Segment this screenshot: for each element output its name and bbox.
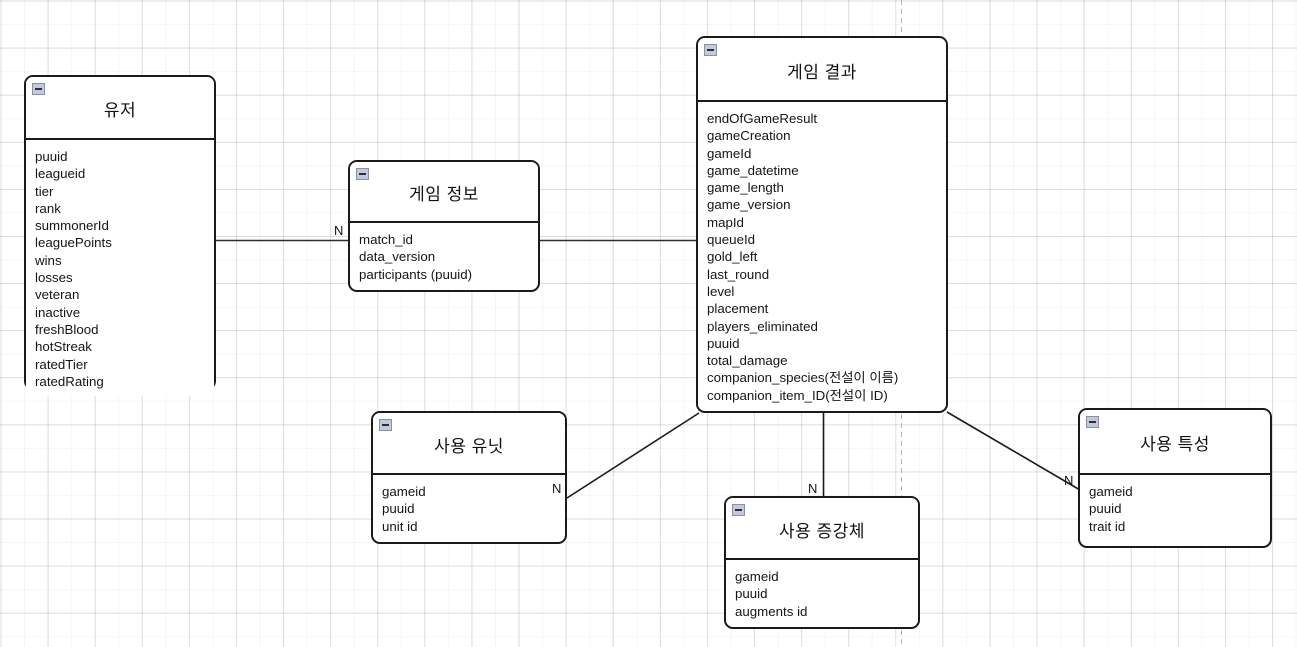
cardinality-label-used-unit: N <box>552 481 562 496</box>
cardinality-label-used-trait: N <box>1064 473 1074 488</box>
attribute: game_datetime <box>707 162 799 178</box>
attribute: tier <box>35 183 54 199</box>
attribute: freshBlood <box>35 321 99 337</box>
entity-used-trait-header: 사용 특성 <box>1080 410 1270 475</box>
entity-used-augment-attributes: gameid puuid augments id <box>726 560 918 626</box>
attribute: puuid <box>707 335 740 351</box>
entity-user-attributes: puuid leagueid tier rank summonerId leag… <box>26 140 214 397</box>
attribute: companion_species(전설이 이름) <box>707 370 899 386</box>
entity-user[interactable]: 유저 puuid leagueid tier rank summonerId l… <box>24 75 216 397</box>
entity-used-trait-title: 사용 특성 <box>1140 435 1210 454</box>
cardinality-label-user-game-info: N <box>334 223 344 238</box>
attribute: data_version <box>359 249 436 265</box>
minus-icon[interactable] <box>356 168 369 180</box>
attribute: placement <box>707 301 769 317</box>
attribute: gameCreation <box>707 128 791 144</box>
attribute: veteran <box>35 287 80 303</box>
attribute: gameId <box>707 145 752 161</box>
entity-used-unit[interactable]: 사용 유닛 gameid puuid unit id <box>371 411 567 544</box>
attribute: leagueid <box>35 166 86 182</box>
attribute: inactive <box>35 304 81 320</box>
entity-used-augment[interactable]: 사용 증강체 gameid puuid augments id <box>724 496 920 629</box>
entity-game-result-attributes: endOfGameResult gameCreation gameId game… <box>698 102 946 411</box>
attribute: participants (puuid) <box>359 266 473 282</box>
minus-icon[interactable] <box>379 419 392 431</box>
entity-used-trait[interactable]: 사용 특성 gameid puuid trait id <box>1078 408 1272 548</box>
attribute: puuid <box>382 501 415 517</box>
attribute: last_round <box>707 266 770 282</box>
entity-user-header: 유저 <box>26 77 214 140</box>
entity-game-info-title: 게임 정보 <box>409 185 479 204</box>
attribute: unit id <box>382 518 418 534</box>
entity-game-result-header: 게임 결과 <box>698 38 946 102</box>
attribute: rank <box>35 200 61 216</box>
entity-used-unit-header: 사용 유닛 <box>373 413 565 475</box>
minus-icon[interactable] <box>704 44 717 56</box>
entity-used-trait-attributes: gameid puuid trait id <box>1080 475 1270 541</box>
attribute: puuid <box>1089 501 1122 517</box>
attribute: ratedTier <box>35 356 88 372</box>
attribute: game_version <box>707 197 791 213</box>
entity-game-info[interactable]: 게임 정보 match_id data_version participants… <box>348 160 540 292</box>
attribute: endOfGameResult <box>707 111 818 126</box>
attribute: trait id <box>1089 518 1126 534</box>
attribute: match_id <box>359 232 413 247</box>
attribute: players_eliminated <box>707 318 818 334</box>
entity-user-title: 유저 <box>103 101 137 120</box>
attribute: losses <box>35 270 73 286</box>
attribute: leaguePoints <box>35 235 112 251</box>
attribute: game_length <box>707 180 784 196</box>
attribute: total_damage <box>707 353 788 369</box>
entity-used-unit-title: 사용 유닛 <box>434 436 504 456</box>
attribute: gameid <box>1089 484 1133 499</box>
entity-used-augment-title: 사용 증강체 <box>779 521 865 541</box>
link-used-unit-to-game-result <box>566 412 700 499</box>
cardinality-label-used-augment: N <box>808 481 818 496</box>
entity-game-info-attributes: match_id data_version participants (puui… <box>350 223 538 289</box>
entity-game-result-title: 게임 결과 <box>787 62 857 82</box>
attribute: gameid <box>382 484 426 499</box>
attribute: ratedRating <box>35 373 104 389</box>
attribute: level <box>707 283 735 299</box>
entity-game-info-header: 게임 정보 <box>350 162 538 223</box>
attribute: augments id <box>735 603 808 619</box>
attribute: mapId <box>707 214 744 230</box>
attribute: gameid <box>735 569 779 584</box>
entity-used-augment-header: 사용 증강체 <box>726 498 918 560</box>
attribute: queueId <box>707 232 756 248</box>
attribute: summonerId <box>35 218 109 234</box>
link-game-result-to-used-trait <box>946 411 1081 491</box>
attribute: gold_left <box>707 249 758 265</box>
attribute: companion_item_ID(전설이 ID) <box>707 387 888 403</box>
attribute: puuid <box>35 149 68 164</box>
attribute: hotStreak <box>35 339 92 355</box>
minus-icon[interactable] <box>732 504 745 516</box>
attribute: puuid <box>735 586 768 602</box>
attribute: wins <box>35 252 62 268</box>
entity-used-unit-attributes: gameid puuid unit id <box>373 475 565 541</box>
entity-game-result[interactable]: 게임 결과 endOfGameResult gameCreation gameI… <box>696 36 948 413</box>
minus-icon[interactable] <box>1086 416 1099 428</box>
minus-icon[interactable] <box>32 83 45 95</box>
